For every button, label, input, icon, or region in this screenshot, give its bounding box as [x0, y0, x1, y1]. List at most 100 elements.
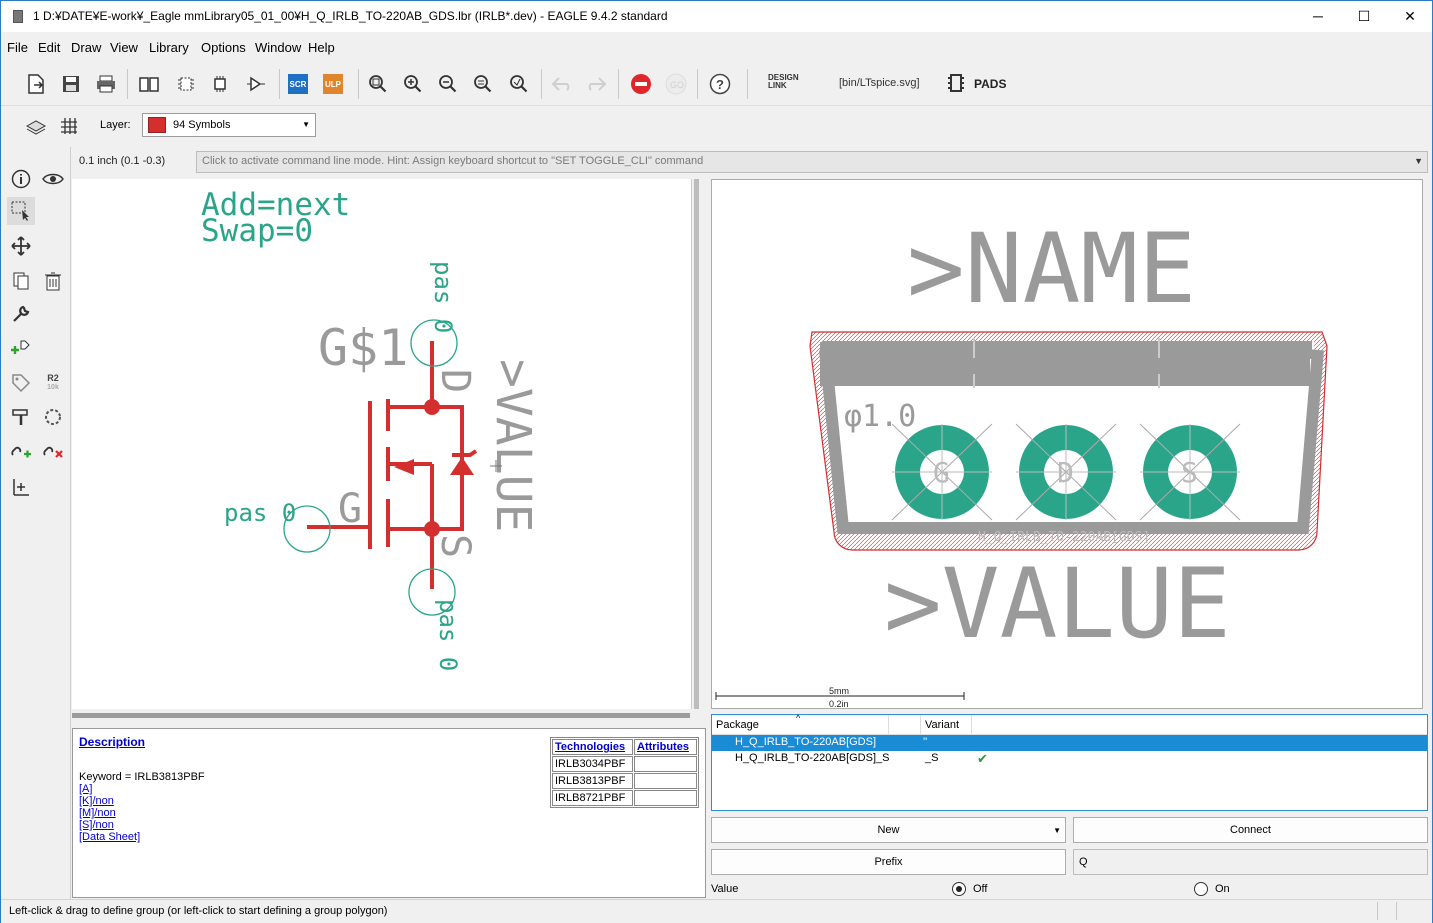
list-item[interactable]: H_Q_IRLB_TO-220AB[GDS]_S _S ✔	[712, 751, 1427, 767]
tag-icon[interactable]	[7, 369, 35, 397]
symbol-icon[interactable]	[241, 69, 271, 99]
technologies-header[interactable]: Technologies	[552, 739, 633, 755]
chevron-down-icon[interactable]: ▼	[1414, 156, 1423, 166]
technologies-table: Technologies Attributes IRLB3034PBF IRLB…	[550, 737, 699, 808]
pad-label-g: G	[933, 456, 950, 489]
go-icon[interactable]: GO	[661, 69, 691, 99]
new-file-icon[interactable]	[21, 69, 51, 99]
group-select-icon[interactable]	[7, 197, 35, 225]
zoom-fit-icon[interactable]	[363, 69, 393, 99]
info-icon[interactable]	[7, 165, 35, 193]
command-line-input[interactable]: Click to activate command line mode. Hin…	[196, 151, 1428, 173]
prefix-field[interactable]: Q	[1073, 849, 1428, 875]
maximize-button[interactable]: ☐	[1357, 8, 1371, 24]
datasheet-link-a[interactable]: [A]	[79, 783, 93, 795]
ulp-icon[interactable]: ULP	[323, 74, 343, 94]
move-icon[interactable]	[7, 232, 35, 260]
add-part-icon[interactable]	[7, 335, 35, 363]
chip-icon[interactable]	[205, 69, 235, 99]
ltspice-button[interactable]: [bin/LTspice.svg]	[839, 77, 920, 89]
datasheet-link-m[interactable]: [M]/non	[79, 807, 116, 819]
menu-draw[interactable]: Draw	[71, 40, 102, 55]
menu-window[interactable]: Window	[255, 40, 302, 55]
redo-icon[interactable]	[581, 69, 611, 99]
dimension-icon[interactable]	[7, 473, 35, 501]
connect-remove-icon[interactable]	[39, 437, 67, 465]
zoom-redraw-icon[interactable]	[468, 69, 498, 99]
svg-text:GO: GO	[670, 80, 684, 90]
layers-icon[interactable]	[21, 111, 51, 141]
help-icon[interactable]: ?	[705, 69, 735, 99]
keyword-text: Keyword = IRLB3813PBF	[79, 771, 205, 783]
copy-icon[interactable]	[7, 267, 35, 295]
datasheet-link-s[interactable]: [S]/non	[79, 819, 114, 831]
smash-icon[interactable]	[39, 403, 67, 431]
delete-icon[interactable]	[39, 267, 67, 295]
zoom-select-icon[interactable]	[504, 69, 534, 99]
menu-file[interactable]: File	[7, 40, 28, 55]
new-button-label: New	[877, 824, 900, 836]
attribute-cell	[634, 773, 697, 789]
eye-icon[interactable]	[39, 165, 67, 193]
check-icon: ✔	[977, 751, 988, 766]
menu-view[interactable]: View	[110, 40, 138, 55]
symbol-vertical-splitter[interactable]	[694, 179, 699, 709]
print-icon[interactable]	[91, 69, 121, 99]
pads-button[interactable]: PADS	[974, 77, 1007, 91]
status-text: Left-click & drag to define group (or le…	[9, 905, 388, 917]
datasheet-link-k[interactable]: [K]/non	[79, 795, 114, 807]
zoom-in-icon[interactable]	[398, 69, 428, 99]
column-variant[interactable]: Variant	[925, 719, 960, 731]
column-package[interactable]: Package	[716, 719, 759, 731]
description-link[interactable]: Description	[79, 735, 146, 749]
menu-options[interactable]: Options	[201, 40, 246, 55]
new-button[interactable]: New ▼	[711, 817, 1066, 843]
list-item[interactable]: H_Q_IRLB_TO-220AB[GDS] '' ✔	[712, 735, 1427, 751]
attributes-header[interactable]: Attributes	[634, 739, 697, 755]
undo-icon[interactable]	[547, 69, 577, 99]
design-link-button[interactable]: DESIGN LINK	[768, 73, 799, 90]
layer-color-swatch	[148, 117, 166, 133]
symbol-horizontal-scrollbar[interactable]	[72, 713, 690, 718]
library-book-icon[interactable]	[134, 69, 164, 99]
value-on-label: On	[1215, 883, 1230, 895]
layer-select[interactable]: 94 Symbols ▼	[142, 113, 316, 137]
variant-name: ''	[923, 736, 928, 748]
symbol-name-text: G$1	[318, 319, 408, 377]
scr-icon[interactable]: SCR	[288, 74, 308, 94]
pin-label-s: S	[432, 534, 478, 558]
close-button[interactable]: ✕	[1404, 8, 1416, 24]
pin-origin-bottom	[408, 568, 456, 616]
menu-help[interactable]: Help	[308, 40, 335, 55]
swap-attribute-text: Swap=0	[201, 213, 313, 249]
title-bar: 1 D:¥DATE¥E-work¥_Eagle mmLibrary05_01_0…	[1, 1, 1432, 32]
package-preview-canvas[interactable]: >NAME >VALUE φ1.0 G D S H_Q_IRLB_TO-220A…	[711, 179, 1423, 709]
zoom-out-icon[interactable]	[433, 69, 463, 99]
svg-text:?: ?	[716, 77, 724, 92]
connect-add-icon[interactable]	[7, 437, 35, 465]
value-on-radio[interactable]	[1194, 882, 1208, 896]
menu-library[interactable]: Library	[149, 40, 189, 55]
mosfet-arrow	[394, 459, 414, 475]
junction-s	[424, 521, 440, 537]
prefix-button-label: Prefix	[874, 856, 903, 868]
stop-icon[interactable]	[626, 69, 656, 99]
prefix-button[interactable]: Prefix	[711, 849, 1066, 875]
menu-edit[interactable]: Edit	[38, 40, 61, 55]
phi-label: φ1.0	[844, 399, 916, 434]
chevron-down-icon: ▼	[1053, 825, 1061, 835]
package-tab-fill	[820, 342, 1310, 386]
symbol-editor-canvas[interactable]: Add=next Swap=0 G$1 >VALUE D S G pas 0 p…	[72, 179, 692, 709]
package-label-text: H_Q_IRLB_TO-220AB[GDS]	[978, 530, 1150, 545]
grid-icon[interactable]	[54, 111, 84, 141]
change-icon[interactable]	[7, 403, 35, 431]
package-list-header: Package ^ Variant	[712, 713, 1427, 735]
package-icon[interactable]	[171, 69, 201, 99]
wrench-icon[interactable]	[7, 300, 35, 328]
connect-button[interactable]: Connect	[1073, 817, 1428, 843]
value-off-radio[interactable]	[952, 882, 966, 896]
minimize-button[interactable]: ─	[1313, 8, 1323, 24]
save-icon[interactable]	[56, 69, 86, 99]
datasheet-link[interactable]: [Data Sheet]	[79, 831, 141, 843]
